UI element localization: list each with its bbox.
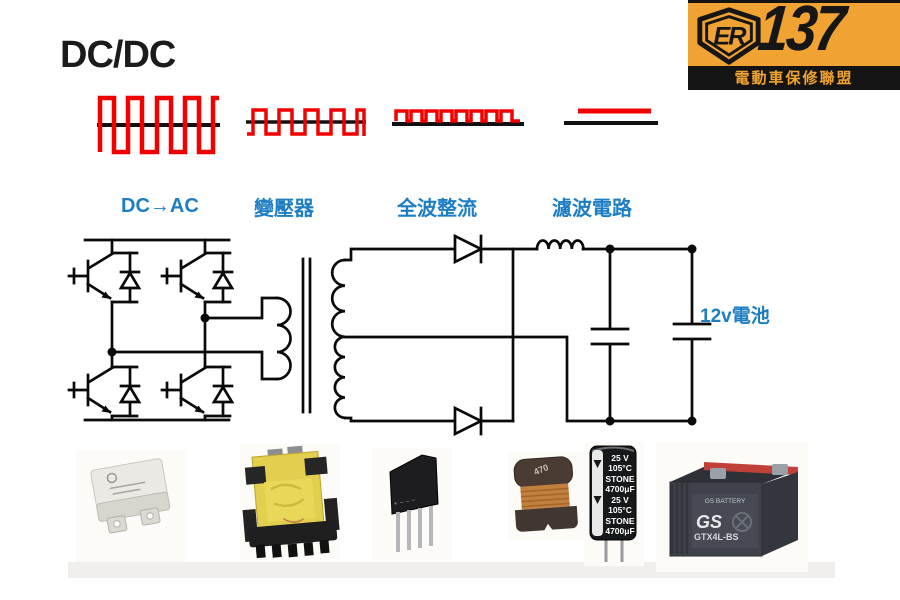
battery-output-label: 12v電池 bbox=[700, 306, 770, 327]
capacitor-symbol-2 bbox=[672, 247, 712, 423]
battery-terminal bbox=[772, 464, 788, 475]
capacitor-markings: 25 V 105°C STONE 4700μF 25 V 105°C STONE… bbox=[605, 453, 635, 536]
bridge-rectifier-photo: + ~ ~ − bbox=[372, 448, 452, 560]
svg-text:4700μF: 4700μF bbox=[605, 526, 634, 536]
film-capacitor-photo bbox=[76, 450, 186, 562]
svg-text:25 V: 25 V bbox=[611, 495, 629, 505]
junction-dot bbox=[605, 244, 615, 254]
inductor-photo: 470 bbox=[508, 452, 584, 540]
h-bridge bbox=[67, 238, 234, 422]
electrolytic-capacitor-photo: 25 V 105°C STONE 4700μF 25 V 105°C STONE… bbox=[584, 442, 644, 566]
junction-dot bbox=[687, 244, 697, 254]
diode-top bbox=[453, 233, 485, 265]
circuit-schematic bbox=[67, 233, 712, 437]
polarity-stripe bbox=[592, 450, 603, 536]
transformer-core bbox=[301, 257, 312, 414]
bridge-rectifier-marking: + ~ ~ − bbox=[393, 497, 416, 508]
svg-text:STONE: STONE bbox=[605, 516, 634, 526]
filter-network bbox=[343, 239, 712, 426]
photo-background-band bbox=[68, 562, 835, 578]
svg-text:STONE: STONE bbox=[605, 474, 634, 484]
battery-terminal bbox=[710, 468, 726, 479]
waveform-small-square bbox=[246, 108, 366, 136]
waveform-bipolar-square bbox=[97, 95, 220, 155]
junction-dot bbox=[605, 416, 615, 426]
transformer-symbol bbox=[110, 247, 457, 423]
primary-winding bbox=[275, 296, 292, 381]
brand-logo: ER 137 電動車保修聯盟 bbox=[688, 0, 900, 90]
waveform-strip bbox=[97, 95, 658, 155]
svg-text:25 V: 25 V bbox=[611, 453, 629, 463]
bridge-rectifier-body: + ~ ~ − bbox=[389, 454, 439, 552]
stage-label-transformer: 變壓器 bbox=[254, 198, 314, 220]
battery-model: GTX4L-BS bbox=[694, 532, 739, 542]
diode-bottom bbox=[453, 405, 485, 437]
mounting-tabs bbox=[106, 507, 161, 534]
battery-brand: GS bbox=[696, 512, 722, 532]
logo-banner: 電動車保修聯盟 bbox=[688, 66, 900, 90]
inductor-symbol bbox=[535, 239, 585, 251]
svg-text:4700μF: 4700μF bbox=[605, 484, 634, 494]
capacitor-symbol-1 bbox=[590, 247, 630, 423]
svg-text:105°C: 105°C bbox=[608, 505, 632, 515]
waveform-rectified-pulses bbox=[392, 109, 524, 126]
transformer-photo bbox=[240, 444, 340, 560]
junction-dot bbox=[687, 416, 697, 426]
battery-caption: GS BATTERY bbox=[705, 498, 746, 505]
logo-number: 137 bbox=[755, 0, 847, 64]
rectifier-diodes bbox=[453, 233, 539, 437]
battery-photo: GS BATTERY GS GTX4L-BS bbox=[656, 442, 808, 572]
stage-label-rectifier: 全波整流 bbox=[397, 198, 477, 220]
secondary-winding bbox=[330, 258, 347, 420]
waveform-dc-line bbox=[564, 108, 658, 125]
transistor-with-diode bbox=[67, 251, 142, 304]
shield-icon: ER bbox=[697, 7, 761, 65]
stage-label-filter: 濾波電路 bbox=[552, 198, 632, 220]
stage-label-dc-ac: DC→AC bbox=[121, 195, 199, 217]
page-title: DC/DC bbox=[60, 34, 176, 76]
logo-monogram: ER bbox=[713, 23, 747, 51]
svg-text:105°C: 105°C bbox=[608, 463, 632, 473]
transformer-pins bbox=[255, 539, 330, 559]
